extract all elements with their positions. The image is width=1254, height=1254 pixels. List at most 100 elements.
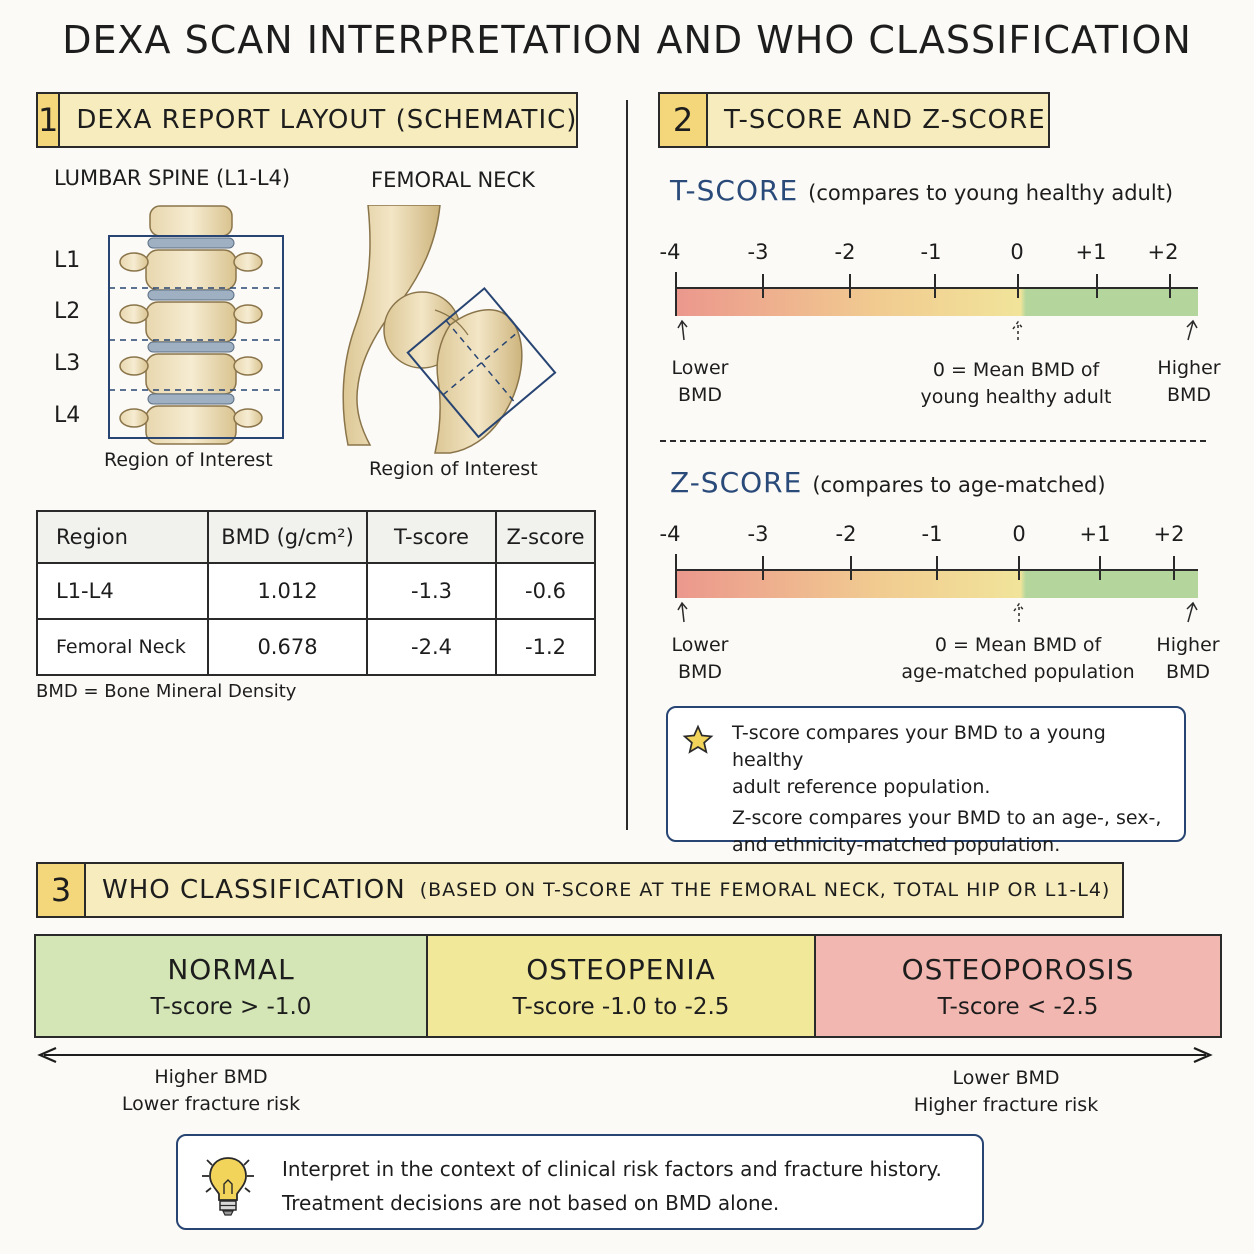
zscore-tick-label: +1 [1079, 522, 1111, 546]
score-note-box: T-score compares your BMD to a young hea… [666, 706, 1186, 856]
tscore-tick-label: 0 [1010, 240, 1024, 264]
section3-title-wrap: WHO CLASSIFICATION (BASED ON T-SCORE AT … [86, 864, 1110, 916]
section3-number: 3 [38, 864, 86, 916]
who-normal-name: NORMAL [167, 952, 295, 986]
zscore-compare: (compares to age-matched) [812, 473, 1106, 497]
note-line3: Z-score compares your BMD to an age-, se… [732, 807, 1162, 829]
cell-region: L1-L4 [36, 562, 209, 620]
who-osteopenia: OSTEOPENIA T-score -1.0 to -2.5 [428, 936, 816, 1036]
header-zscore: Z-score [495, 510, 596, 564]
cell-region: Femoral Neck [36, 618, 209, 676]
tscore-mean-label: 0 = Mean BMD of young healthy adult [900, 357, 1132, 411]
tip-line2: Treatment decisions are not based on BMD… [282, 1191, 780, 1215]
lightbulb-icon [202, 1157, 254, 1216]
cell-bmd: 1.012 [207, 562, 368, 620]
tscore-mean-line1: 0 = Mean BMD of [932, 359, 1100, 381]
tscore-tick-label: -4 [659, 240, 681, 264]
tscore-higher-line1: Higher [1157, 357, 1221, 379]
zscore-title: Z-SCORE [670, 466, 803, 499]
tscore-mean-line2: young healthy adult [920, 386, 1112, 408]
zscore-mean-line1: 0 = Mean BMD of [934, 634, 1102, 656]
zscore-higher-label: Higher BMD [1143, 632, 1233, 686]
interpretation-tip-box: Interpret in the context of clinical ris… [176, 1134, 984, 1230]
note-line1: T-score compares your BMD to a young hea… [732, 722, 1106, 771]
who-classification-bar: NORMAL T-score > -1.0 OSTEOPENIA T-score… [34, 934, 1222, 1038]
zscore-mean-label: 0 = Mean BMD of age-matched population [893, 632, 1143, 686]
cell-zscore: -0.6 [495, 562, 596, 620]
tscore-scale-bar [675, 272, 1198, 341]
zscore-higher-line1: Higher [1156, 634, 1220, 656]
bmd-results-table: Region BMD (g/cm²) T-score Z-score L1-L4… [36, 510, 596, 676]
section1-title: DEXA REPORT LAYOUT (SCHEMATIC) [76, 105, 578, 135]
cell-bmd: 0.678 [207, 618, 368, 676]
section-divider [626, 100, 628, 830]
right-risk-line2: Higher fracture risk [913, 1094, 1099, 1116]
who-normal-range: T-score > -1.0 [150, 993, 312, 1020]
tscore-tick-label: -2 [834, 240, 856, 264]
lumbar-spine-illustration [108, 205, 284, 445]
header-bmd: BMD (g/cm²) [207, 510, 368, 564]
zscore-scale-bar [675, 554, 1198, 623]
tscore-title-row: T-SCORE (compares to young healthy adult) [670, 174, 1173, 207]
section3-title: WHO CLASSIFICATION [102, 875, 406, 905]
vertebra-label-l4: L4 [54, 403, 81, 428]
tscore-tick-label: -1 [920, 240, 942, 264]
tscore-higher-label: Higher BMD [1144, 355, 1234, 409]
tscore-tick-label: +2 [1147, 240, 1179, 264]
section2-number: 2 [660, 94, 708, 146]
table-header-row: Region BMD (g/cm²) T-score Z-score [36, 510, 596, 564]
zscore-title-row: Z-SCORE (compares to age-matched) [670, 466, 1106, 499]
left-risk-line2: Lower fracture risk [121, 1093, 301, 1115]
zscore-higher-line2: BMD [1165, 661, 1211, 683]
star-icon [682, 724, 714, 754]
section2-title: T-SCORE AND Z-SCORE [724, 105, 1046, 135]
tscore-higher-line2: BMD [1166, 384, 1212, 406]
tscore-compare: (compares to young healthy adult) [808, 181, 1174, 205]
zscore-tick-label: 0 [1012, 522, 1026, 546]
zscore-tick-label: -1 [921, 522, 943, 546]
zscore-tick-label: -3 [747, 522, 769, 546]
tscore-tick-label: +1 [1075, 240, 1107, 264]
table-row: L1-L4 1.012 -1.3 -0.6 [36, 562, 596, 620]
section3-subtitle: (BASED ON T-SCORE AT THE FEMORAL NECK, T… [419, 879, 1111, 901]
right-risk-line1: Lower BMD [952, 1067, 1060, 1089]
section3-header: 3 WHO CLASSIFICATION (BASED ON T-SCORE A… [36, 862, 1124, 918]
left-risk-line1: Higher BMD [154, 1066, 268, 1088]
note-text: T-score compares your BMD to a young hea… [732, 720, 1180, 859]
right-risk-label: Lower BMD Higher fracture risk [906, 1065, 1106, 1119]
zscore-tick-label: +2 [1153, 522, 1185, 546]
who-osteopenia-range: T-score -1.0 to -2.5 [512, 993, 730, 1020]
vertebra-label-l3: L3 [54, 351, 81, 376]
note-line4: and ethnicity-matched population. [732, 834, 1061, 856]
roi-femur-label: Region of Interest [369, 458, 538, 480]
tscore-title: T-SCORE [670, 174, 799, 207]
tscore-lower-line1: Lower [671, 357, 729, 379]
note-line2: adult reference population. [732, 776, 991, 798]
zscore-tick-label: -2 [835, 522, 857, 546]
zscore-tick-label: -4 [659, 522, 681, 546]
who-osteopenia-name: OSTEOPENIA [526, 952, 716, 986]
section1-header: 1 DEXA REPORT LAYOUT (SCHEMATIC) [36, 92, 578, 148]
who-normal: NORMAL T-score > -1.0 [36, 936, 428, 1036]
cell-tscore: -1.3 [366, 562, 497, 620]
section2-header: 2 T-SCORE AND Z-SCORE [658, 92, 1050, 148]
page-title: DEXA SCAN INTERPRETATION AND WHO CLASSIF… [62, 18, 1192, 62]
who-osteoporosis-name: OSTEOPOROSIS [901, 952, 1135, 986]
section1-number: 1 [38, 94, 61, 146]
femoral-label: FEMORAL NECK [371, 168, 535, 192]
left-risk-label: Higher BMD Lower fracture risk [116, 1064, 306, 1118]
spine-label: LUMBAR SPINE (L1-L4) [54, 166, 291, 190]
roi-spine-label: Region of Interest [104, 449, 273, 471]
zscore-lower-line1: Lower [671, 634, 729, 656]
zscore-mean-line2: age-matched population [901, 661, 1135, 683]
zscore-lower-label: Lower BMD [655, 632, 745, 686]
who-osteoporosis: OSTEOPOROSIS T-score < -2.5 [816, 936, 1220, 1036]
bmd-risk-arrow [37, 1046, 1213, 1064]
vertebra-label-l1: L1 [54, 248, 81, 273]
tscore-lower-label: Lower BMD [655, 355, 745, 409]
tip-text: Interpret in the context of clinical ris… [282, 1152, 972, 1220]
score-separator [660, 440, 1206, 442]
tscore-tick-label: -3 [747, 240, 769, 264]
femur-illustration [342, 205, 557, 454]
zscore-lower-line2: BMD [677, 661, 723, 683]
